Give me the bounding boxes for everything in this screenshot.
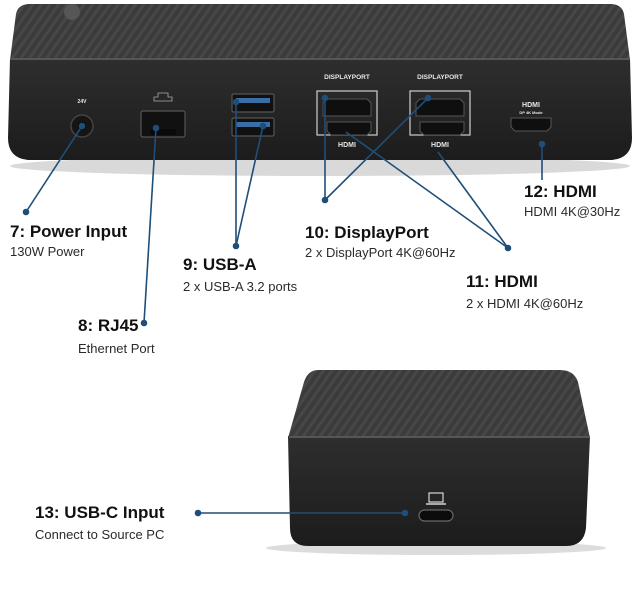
dock-back-view: 24V DISPLAYPORT HDMI DISPLAYPORT	[8, 4, 632, 176]
dot-usba-end	[232, 242, 240, 250]
displayport-a-mark: DISPLAYPORT	[324, 74, 370, 81]
video-ports-group-a: DISPLAYPORT HDMI	[316, 74, 378, 149]
dot-dp-start-2	[424, 94, 432, 102]
leader-lines	[22, 94, 546, 517]
dock-back-face	[8, 58, 632, 160]
callout-usbc: 13: USB-C Input Connect to Source PC	[35, 503, 164, 543]
callout-power-title: 7: Power Input	[10, 222, 128, 241]
dot-usbc-end	[401, 509, 409, 517]
callout-displayport: 10: DisplayPort 2 x DisplayPort 4K@60Hz	[305, 223, 455, 261]
callout-hdmi-title: 11: HDMI	[466, 272, 538, 291]
callout-power-desc: 130W Power	[10, 244, 85, 259]
leader-hdmi-2	[437, 151, 509, 249]
callout-rj45: 8: RJ45 Ethernet Port	[78, 316, 155, 357]
leader-dp-2	[324, 97, 429, 201]
leader-power	[25, 125, 83, 213]
dot-dp-end	[321, 196, 329, 204]
callout-hdmi-desc: 2 x HDMI 4K@60Hz	[466, 296, 584, 311]
power-mark: 24V	[78, 99, 88, 105]
hdmi-single-port: HDMI DP 4K Mode	[510, 102, 552, 132]
dot-hdmi-single-start	[538, 140, 546, 148]
dock-front-view	[266, 370, 606, 555]
dot-usba-start-2	[259, 122, 267, 130]
dock-edge	[10, 58, 630, 60]
callout-usba-desc: 2 x USB-A 3.2 ports	[183, 279, 298, 294]
dock-top-surface	[10, 4, 630, 60]
leader-hdmi-1	[345, 131, 509, 249]
dock-front-face	[288, 436, 590, 546]
dot-usba-start-1	[232, 98, 240, 106]
leader-usba-2	[235, 125, 264, 247]
dot-rj45-start	[152, 124, 160, 132]
rj45-port	[140, 92, 186, 138]
callout-hdmi-single-title: 12: HDMI	[524, 182, 597, 201]
callout-hdmi-single: 12: HDMI HDMI 4K@30Hz	[524, 182, 620, 220]
hdmi-a-mark: HDMI	[338, 142, 356, 149]
dot-power-start	[78, 122, 86, 130]
callout-hdmi-single-desc: HDMI 4K@30Hz	[524, 204, 621, 219]
callout-rj45-desc: Ethernet Port	[78, 341, 155, 356]
dock-front-top	[288, 370, 590, 438]
usb-c-port	[418, 509, 454, 522]
dock-shadow	[10, 156, 630, 176]
dot-dp-start-1	[321, 94, 329, 102]
callout-usbc-title: 13: USB-C Input	[35, 503, 165, 522]
logo-badge-icon	[64, 4, 80, 20]
dot-hdmi-end	[504, 244, 512, 252]
callout-usba: 9: USB-A 2 x USB-A 3.2 ports	[183, 255, 297, 295]
hdmi-single-sub-mark: DP 4K Mode	[519, 110, 543, 115]
callout-rj45-title: 8: RJ45	[78, 316, 139, 335]
callout-displayport-title: 10: DisplayPort	[305, 223, 429, 242]
hdmi-b-mark: HDMI	[431, 142, 449, 149]
callout-displayport-desc: 2 x DisplayPort 4K@60Hz	[305, 245, 456, 260]
laptop-icon	[426, 492, 446, 505]
dot-rj45-end	[140, 319, 148, 327]
callout-usba-title: 9: USB-A	[183, 255, 257, 274]
callout-hdmi: 11: HDMI 2 x HDMI 4K@60Hz	[466, 272, 583, 312]
callout-usbc-desc: Connect to Source PC	[35, 527, 165, 542]
dot-usbc-start	[194, 509, 202, 517]
callout-power: 7: Power Input 130W Power	[10, 222, 127, 260]
leader-rj45	[143, 127, 157, 324]
ethernet-icon	[153, 92, 173, 102]
usb-a-ports	[231, 93, 275, 137]
video-ports-group-b: DISPLAYPORT HDMI	[409, 74, 471, 149]
dock-front-edge	[289, 436, 590, 438]
dot-power-end	[22, 208, 30, 216]
hdmi-single-mark: HDMI	[522, 102, 540, 109]
displayport-b-mark: DISPLAYPORT	[417, 74, 463, 81]
